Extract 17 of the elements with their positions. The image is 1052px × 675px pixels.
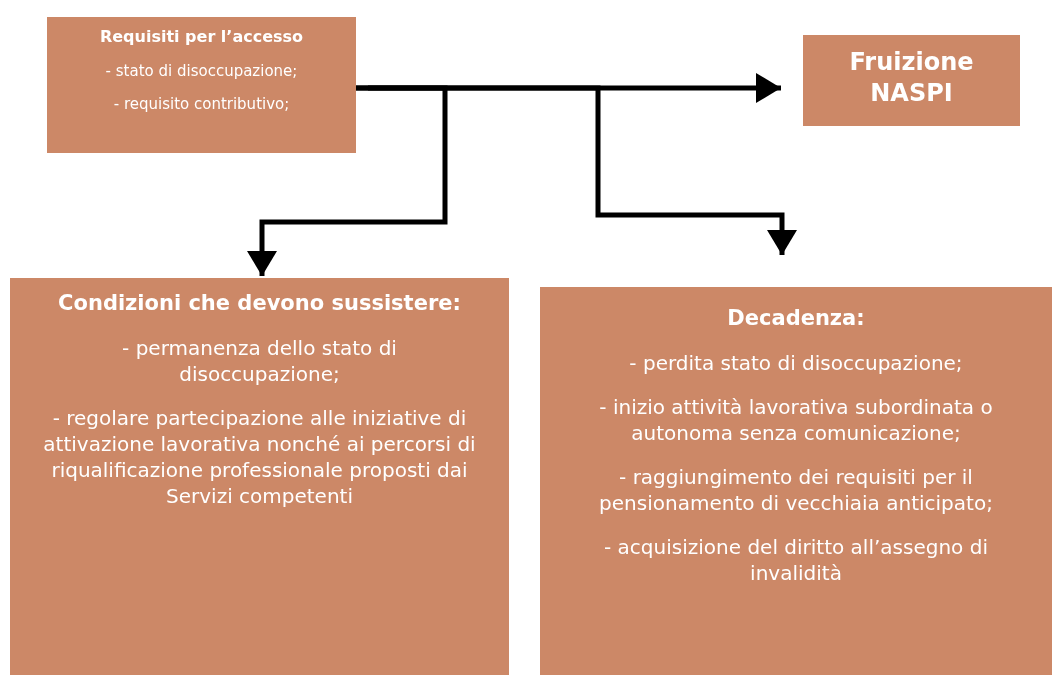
box-text: - permanenza dello stato di disoccupazione; bbox=[121, 335, 398, 388]
box-text: - acquisizione del diritto all’assegno di invalidità bbox=[603, 534, 989, 587]
box-text: - inizio attività lavorativa subordinata o autonoma senza comunicazione; bbox=[598, 394, 994, 447]
box-text: - perdita stato di disoccupazione; bbox=[628, 350, 964, 377]
termination-box bbox=[540, 287, 1052, 675]
box-heading: Decadenza: bbox=[726, 305, 866, 332]
box-text: - raggiungimento dei requisiti per il pensionamento di vecchiaia anticipato; bbox=[598, 464, 994, 517]
box-heading: Fruizione NASPI bbox=[848, 47, 975, 110]
box-heading: Condizioni che devono sussistere: bbox=[57, 290, 462, 317]
box-text: - regolare partecipazione alle iniziative di attivazione lavorativa nonché ai percorsi di riqualificazione professionale proposti dai Servizi competenti bbox=[42, 405, 477, 510]
arrow bbox=[356, 85, 797, 255]
box-heading: Requisiti per l’accesso bbox=[98, 27, 305, 48]
box-text: - requisito contributivo; bbox=[112, 95, 291, 115]
box-text: - stato di disoccupazione; bbox=[104, 61, 299, 82]
outcome-box bbox=[803, 35, 1020, 126]
conditions-box bbox=[10, 278, 509, 675]
requirements-box bbox=[47, 17, 356, 153]
